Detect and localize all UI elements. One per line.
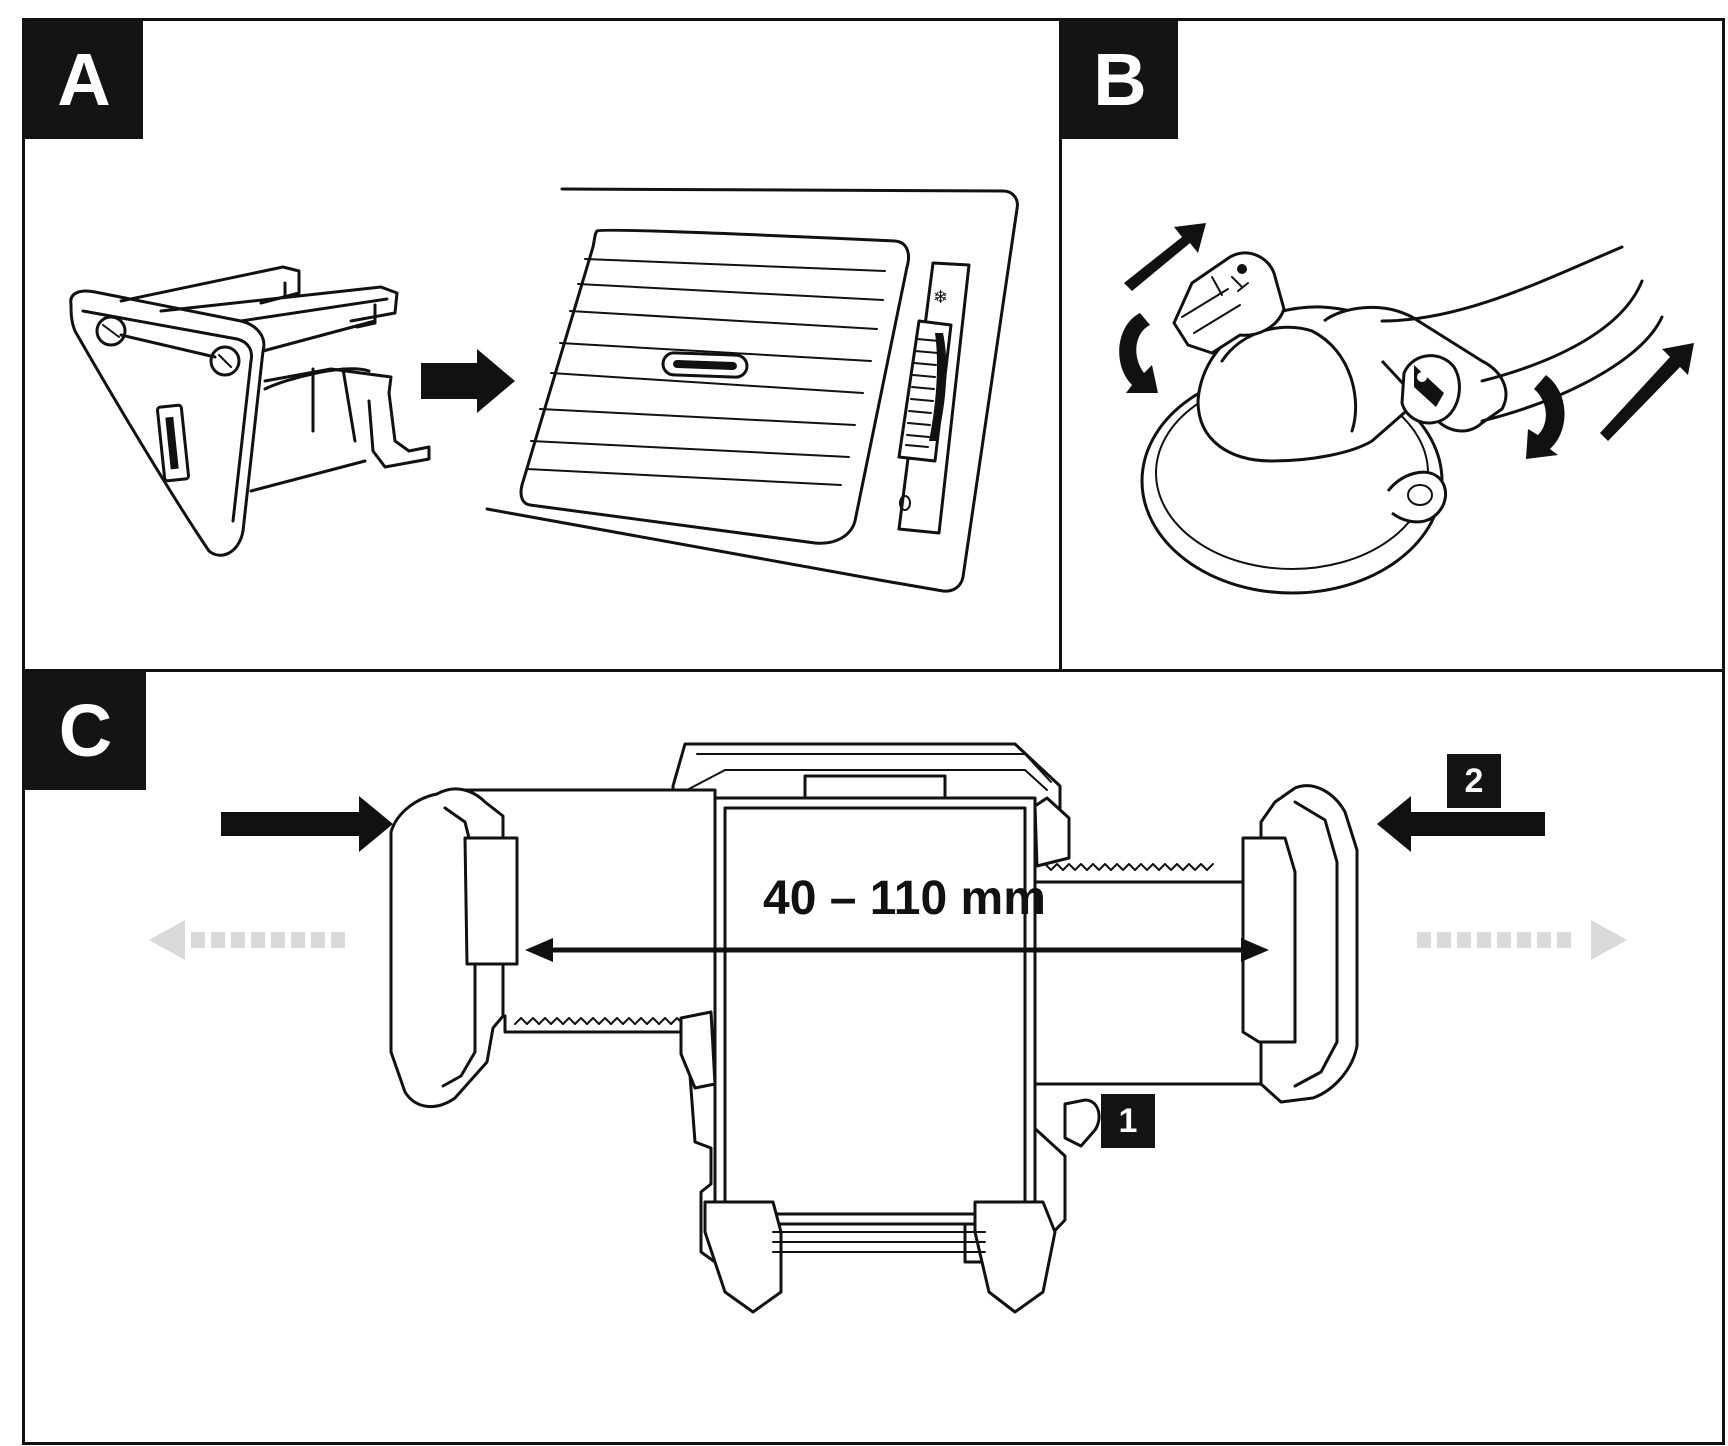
phone-cradle-icon	[389, 742, 1359, 1314]
car-air-vent-icon: ❄	[485, 187, 1019, 593]
rotate-arrow-icon	[1119, 223, 1694, 459]
push-arrow-icon	[421, 349, 515, 413]
push-arrow-icon	[221, 796, 1545, 852]
dimension-arrow	[525, 938, 1269, 962]
panel-b-illustration	[1119, 223, 1694, 595]
suction-cup-mount-icon	[1140, 245, 1664, 595]
ghost-arrow-icon	[149, 920, 1627, 960]
panel-c-label: C	[25, 672, 146, 790]
vent-clip-icon	[69, 265, 431, 557]
panel-a-illustration: ❄	[69, 187, 1019, 593]
callout-1: 1	[1101, 1094, 1155, 1148]
panel-c-illustration: 40 – 110 mm	[149, 742, 1627, 1314]
panel-a-label: A	[25, 21, 143, 139]
panel-b: B	[1059, 18, 1725, 672]
dimension-label: 40 – 110 mm	[763, 872, 1046, 925]
callout-2: 2	[1447, 754, 1501, 808]
panel-b-label: B	[1062, 21, 1178, 139]
panel-c: C	[22, 669, 1725, 1445]
svg-text:❄: ❄	[933, 287, 948, 308]
panel-a: A	[22, 18, 1062, 672]
